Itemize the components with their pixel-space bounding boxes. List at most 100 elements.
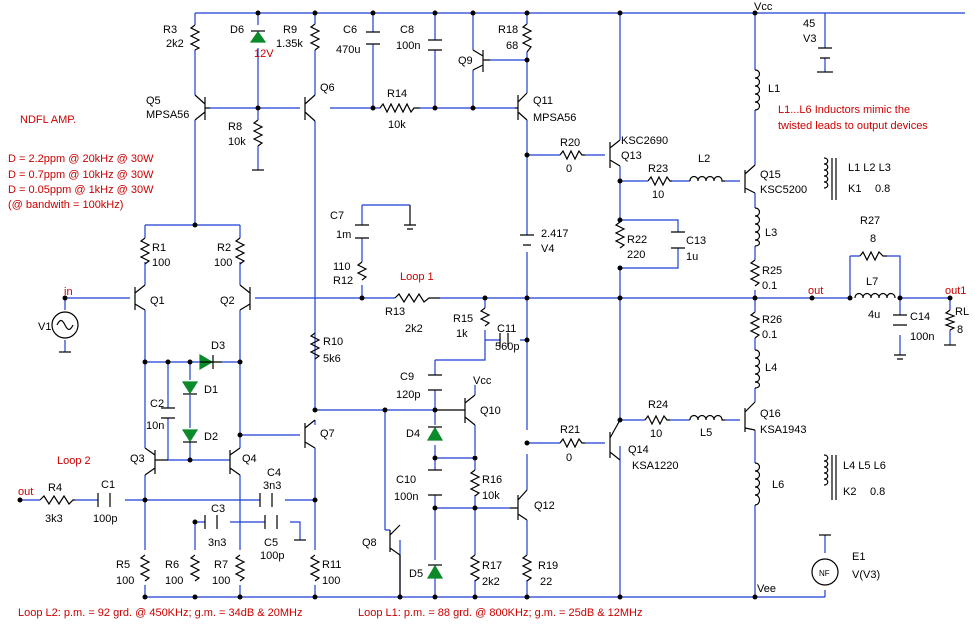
val-q14: KSA1220 (632, 460, 678, 472)
val-c3: 3n3 (208, 537, 226, 549)
val-q11: MPSA56 (533, 112, 576, 124)
capacitor-c7 (355, 224, 369, 239)
resistor-r3 (189, 24, 201, 51)
ref-c6: C6 (343, 24, 357, 36)
ref-r2: R2 (217, 242, 231, 254)
resistor-r21 (559, 437, 585, 449)
transistor-q16 (744, 401, 756, 432)
val-r12: 110 (333, 261, 351, 273)
ref-r11: R11 (322, 559, 341, 571)
resistor-r23 (647, 175, 672, 187)
inductor-l6 (754, 462, 761, 506)
rail-labels: Vcc Vee Vcc (473, 1, 776, 595)
annotations: NDFL AMP. D = 2.2ppm @ 20kHz @ 30W D = 0… (8, 104, 928, 619)
ref-l4: L4 (765, 362, 777, 374)
capacitor-c2 (161, 407, 175, 419)
transistor-q2 (239, 284, 251, 311)
q10-vcc-label: Vcc (473, 375, 492, 387)
val-c5: 100p (260, 550, 284, 562)
resistor-r7 (234, 554, 246, 582)
val-v4: 2.417 (541, 228, 569, 240)
ref-q8: Q8 (362, 537, 377, 549)
v3-name: V3 (803, 33, 816, 45)
ground-c7 (404, 205, 416, 230)
ref-r6: R6 (165, 559, 179, 571)
val-r19: 22 (540, 576, 552, 588)
ref-c9: C9 (400, 371, 414, 383)
val-c14: 100n (910, 331, 934, 343)
ref-q2: Q2 (220, 295, 235, 307)
resistor-r19 (521, 554, 533, 582)
coupling-labels: L1 L2 L3 K1 0.8 L4 L5 L6 K2 0.8 (843, 162, 891, 498)
capacitor-c14 (893, 314, 907, 326)
val-r15: 1k (456, 328, 468, 340)
val-r6: 100 (165, 575, 183, 587)
inductor-l1 (754, 69, 761, 111)
resistor-r16 (469, 469, 481, 497)
capacitor-c5 (264, 515, 278, 529)
ref-c3: C3 (211, 503, 225, 515)
ref-r24: R24 (648, 399, 668, 411)
ref-d5: D5 (409, 568, 423, 580)
source-labels: V1 in 45 V3 E1 V(V3) NF out out1 out (18, 18, 966, 581)
ref-rl: RL (955, 306, 969, 318)
spec-line: D = 2.2ppm @ 20kHz @ 30W (8, 153, 154, 165)
resistor-r6 (189, 554, 201, 582)
val-r24: 10 (650, 428, 662, 440)
v3-value: 45 (803, 18, 815, 30)
resistor-r13 (394, 292, 440, 304)
ref-l7: L7 (866, 276, 878, 288)
spec-line: D = 0.7ppm @ 10kHz @ 30W (8, 169, 154, 181)
ref-r21: R21 (560, 424, 580, 436)
val-r14: 10k (388, 119, 406, 131)
val-r16: 10k (482, 490, 500, 502)
ref-l2: L2 (698, 153, 710, 165)
inductor-l7 (854, 292, 896, 299)
val-c13: 1u (686, 251, 698, 263)
ref-l6: L6 (772, 479, 784, 491)
ref-q9: Q9 (458, 55, 473, 67)
val-r8: 10k (228, 136, 246, 148)
ref-r10: R10 (323, 336, 343, 348)
ref-r26: R26 (762, 314, 782, 326)
ref-q11: Q11 (533, 95, 553, 107)
resistor-r15 (479, 307, 491, 327)
val-rl: 8 (957, 324, 963, 336)
ground-c14 (894, 354, 906, 360)
title: NDFL AMP. (20, 114, 76, 126)
ref-r20: R20 (560, 137, 580, 149)
transistor-q6 (304, 94, 316, 122)
resistor-r4 (39, 494, 75, 506)
ref-r27: R27 (860, 215, 880, 227)
ref-q5: Q5 (146, 95, 161, 107)
ref-c11: C11 (497, 323, 516, 335)
source-v1 (51, 311, 79, 339)
ref-d3: D3 (211, 340, 225, 352)
note-line: twisted leads to output devices (778, 120, 928, 132)
ref-c13: C13 (686, 235, 706, 247)
transistor-q10 (435, 394, 476, 426)
ref-r22: R22 (627, 234, 647, 246)
diode-d6 (249, 30, 267, 43)
nf-symbol: NF (819, 569, 830, 578)
ref-r7: R7 (214, 559, 228, 571)
val-q15: KSC5200 (760, 184, 807, 196)
val-r3: 2k2 (166, 38, 184, 50)
ref-r4: R4 (48, 482, 62, 494)
ref-q4: Q4 (242, 453, 257, 465)
val-r17: 2k2 (482, 576, 500, 588)
e1-name: E1 (852, 551, 865, 563)
ref-d6: D6 (230, 24, 244, 36)
diodes (181, 30, 444, 579)
inductor-l2 (689, 175, 725, 182)
out1-port: out1 (945, 285, 966, 297)
resistor-r2 (234, 237, 246, 265)
ref-r15: R15 (453, 313, 473, 325)
transistor-q11 (515, 92, 528, 121)
transistor-q13 (609, 139, 621, 168)
val-c6: 470u (336, 44, 360, 56)
val-r26: 0.1 (762, 329, 777, 341)
note-line: L1...L6 Inductors mimic the (778, 104, 910, 116)
resistor-r11 (309, 554, 321, 582)
